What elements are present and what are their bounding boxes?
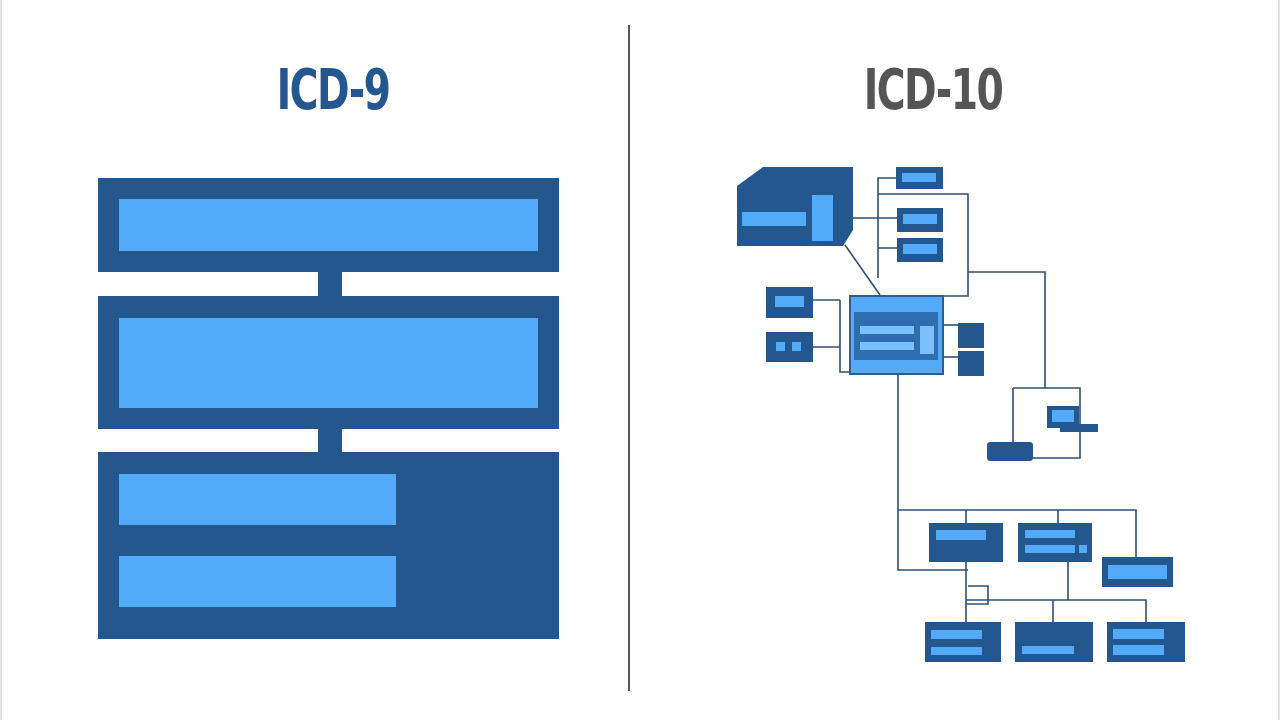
icd10-node-row2-1-frame: [929, 523, 1003, 562]
icd10-root-side-field: [812, 195, 833, 241]
icd10-node-row3-1-field-1: [931, 630, 982, 639]
frame-left-edge: [0, 0, 2, 720]
icd10-node-left-1-field: [775, 296, 804, 307]
icd9-block-top-field: [119, 199, 538, 251]
icd10-node-small-3: [897, 238, 943, 262]
icd10-node-row3-1-frame: [925, 622, 1001, 662]
icd9-structure: [98, 178, 559, 639]
icd10-node-left-2-field-a: [776, 342, 785, 351]
icd10-title: ICD-10: [863, 58, 1004, 123]
icd10-node-left-2: [766, 332, 813, 362]
icd10-node-row2-3-field: [1108, 565, 1167, 579]
icd10-node-small-3-field: [903, 244, 937, 254]
icd10-node-small-2: [897, 208, 943, 232]
icd9-block-middle-field: [119, 318, 538, 408]
icd10-node-row3-2-frame: [1015, 622, 1093, 662]
icd10-root-field: [742, 212, 806, 226]
icd9-block-top: [98, 178, 559, 272]
icd10-central-side: [920, 326, 934, 354]
icd10-node-row2-2-field-1: [1025, 530, 1075, 538]
icd10-node-small-1-field: [902, 173, 936, 182]
icd9-block-middle: [98, 296, 559, 429]
frame-right-edge: [1278, 0, 1280, 720]
icd10-node-left-1: [766, 287, 813, 318]
icd10-device-node: [1047, 406, 1098, 432]
icd10-node-row3-1: [925, 622, 1001, 662]
icd10-node-row2-2: [1018, 523, 1092, 562]
icd10-node-row2-1-field: [936, 530, 986, 540]
icd10-root-node: [737, 167, 853, 246]
icd9-title: ICD-9: [276, 58, 391, 123]
icd10-node-row3-1-field-2: [931, 647, 982, 655]
icd10-device-display: [1052, 410, 1074, 422]
icd10-node-row2-2-field-3: [1079, 545, 1087, 553]
icd10-node-tiny-2: [958, 351, 984, 376]
icd10-device-base: [1060, 424, 1098, 432]
icd9-block-bottom: [98, 452, 559, 639]
icd10-node-row3-3: [1107, 622, 1185, 662]
icd10-node-tiny-1: [958, 323, 984, 348]
icd10-central-field-1: [860, 326, 914, 334]
panel-divider: [628, 25, 630, 691]
icd10-node-row2-2-field-2: [1025, 545, 1075, 553]
icd10-node-left-2-frame: [766, 332, 813, 362]
icd10-node-row3-3-frame: [1107, 622, 1185, 662]
icd10-node-row2-2-frame: [1018, 523, 1092, 562]
icd10-node-row3-2: [1015, 622, 1093, 662]
icd9-block-bottom-field-1: [119, 474, 396, 525]
icd9-block-bottom-field-2: [119, 556, 396, 607]
icd9-connector-bottom: [318, 425, 342, 455]
icd10-node-pill: [987, 442, 1033, 461]
icd9-connector-top: [318, 268, 342, 300]
icd10-node-row2-3: [1102, 557, 1173, 587]
icd10-structure: [737, 167, 1185, 662]
icd10-node-row2-1: [929, 523, 1003, 562]
icd10-central-node: [849, 295, 944, 375]
icd10-node-row3-3-field-1: [1113, 629, 1164, 639]
icd10-node-row3-3-field-2: [1113, 645, 1164, 655]
icd10-root-frame: [737, 167, 853, 246]
icd10-connector-lines: [813, 177, 1147, 624]
icd10-central-field-2: [860, 342, 914, 350]
icd10-node-small-1: [896, 167, 943, 189]
icd10-node-small-2-field: [903, 214, 937, 224]
icd10-node-row3-2-field: [1022, 646, 1074, 654]
icd10-node-left-2-field-b: [792, 342, 801, 351]
